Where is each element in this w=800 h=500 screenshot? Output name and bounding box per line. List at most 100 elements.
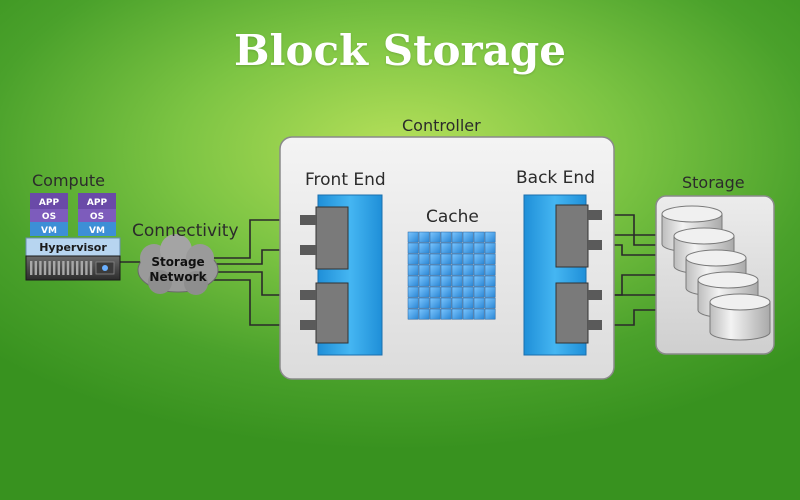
front-end-connector xyxy=(300,320,316,330)
network-label-line2: Network xyxy=(149,270,207,284)
cache-cell xyxy=(473,297,485,309)
cache-cell xyxy=(418,264,430,276)
cache-cell xyxy=(407,308,419,320)
server-vent xyxy=(57,261,60,275)
disk-top xyxy=(673,227,735,245)
diagram-title: Block Storage xyxy=(234,26,566,75)
cache-cell xyxy=(451,275,463,287)
cache-cell xyxy=(473,231,485,243)
cache-cell xyxy=(407,264,419,276)
front-end-port-top xyxy=(315,206,349,270)
back-end-label: Back End xyxy=(516,168,595,188)
cache-cell xyxy=(462,275,474,287)
cache-cell xyxy=(429,308,441,320)
back-end-port-bottom xyxy=(555,282,589,344)
back-end-connector xyxy=(588,290,602,300)
front-end-label: Front End xyxy=(305,170,386,190)
cache-cell xyxy=(473,242,485,254)
network-label-line1: Storage xyxy=(151,255,204,269)
cache-cell xyxy=(484,242,496,254)
cache-cell xyxy=(473,264,485,276)
front-end-connector xyxy=(300,215,316,225)
back-end-connector xyxy=(588,210,602,220)
server-vents xyxy=(30,261,93,275)
cache-cell xyxy=(451,286,463,298)
cache-cell xyxy=(451,264,463,276)
cache-cell xyxy=(451,308,463,320)
front-end-connector xyxy=(300,245,316,255)
cache-cell xyxy=(407,275,419,287)
cache-cell xyxy=(418,275,430,287)
cache-cell xyxy=(429,286,441,298)
connectivity-label: Connectivity xyxy=(132,221,239,241)
storage-label: Storage xyxy=(682,173,745,192)
cache-cell xyxy=(440,286,452,298)
cache-cell xyxy=(473,253,485,265)
front-end-connector xyxy=(300,290,316,300)
compute-label: Compute xyxy=(32,171,105,190)
cache-cell xyxy=(484,231,496,243)
cache-grid xyxy=(407,231,496,320)
cache-cell xyxy=(418,297,430,309)
cache-cell xyxy=(484,275,496,287)
vm1-app-label: APP xyxy=(39,198,60,208)
disk-cylinder xyxy=(709,301,771,341)
cache-cell xyxy=(451,242,463,254)
front-end-port-bottom xyxy=(315,282,349,344)
disk-stack xyxy=(661,205,771,341)
cache-cell xyxy=(407,231,419,243)
cache-cell xyxy=(407,242,419,254)
vm1-os-label: OS xyxy=(42,212,56,222)
vm1-vm-label: VM xyxy=(41,226,57,236)
cache-cell xyxy=(484,253,496,265)
vm-stack-2 xyxy=(78,193,116,236)
cache-cell xyxy=(451,253,463,265)
disk-top xyxy=(685,249,747,267)
server-vent xyxy=(80,261,83,275)
vm2-app-label: APP xyxy=(87,198,108,208)
cache-cell xyxy=(451,231,463,243)
cache-cell xyxy=(418,231,430,243)
cache-cell xyxy=(462,253,474,265)
cache-cell xyxy=(418,308,430,320)
cache-cell xyxy=(484,308,496,320)
server-vent xyxy=(71,261,74,275)
cache-cell xyxy=(440,264,452,276)
cache-cell xyxy=(462,308,474,320)
storage-network-cloud xyxy=(137,234,219,295)
server-vent xyxy=(76,261,79,275)
cache-cell xyxy=(451,297,463,309)
cache-cell xyxy=(462,242,474,254)
cache-cell xyxy=(429,231,441,243)
cache-cell xyxy=(429,275,441,287)
vm2-os-label: OS xyxy=(90,212,104,222)
server-vent xyxy=(34,261,37,275)
cache-cell xyxy=(462,297,474,309)
cache-cell xyxy=(462,264,474,276)
cache-cell xyxy=(418,253,430,265)
cache-cell xyxy=(440,275,452,287)
cache-cell xyxy=(407,253,419,265)
cache-cell xyxy=(462,231,474,243)
back-end-connector xyxy=(588,240,602,250)
cache-cell xyxy=(440,308,452,320)
cache-cell xyxy=(429,264,441,276)
cache-cell xyxy=(473,275,485,287)
cache-cell xyxy=(484,297,496,309)
server-vent xyxy=(43,261,47,275)
cache-cell xyxy=(484,286,496,298)
cache-cell xyxy=(473,286,485,298)
server-vent xyxy=(53,261,56,275)
cache-cell xyxy=(440,253,452,265)
cache-cell xyxy=(429,242,441,254)
cache-cell xyxy=(440,231,452,243)
server-vent xyxy=(30,261,33,275)
cache-cell xyxy=(440,297,452,309)
cache-cell xyxy=(407,286,419,298)
server-vent xyxy=(62,261,65,275)
hypervisor-label: Hypervisor xyxy=(39,241,107,254)
server-vent xyxy=(39,261,42,275)
cache-cell xyxy=(473,308,485,320)
back-end-port-top xyxy=(555,204,589,268)
